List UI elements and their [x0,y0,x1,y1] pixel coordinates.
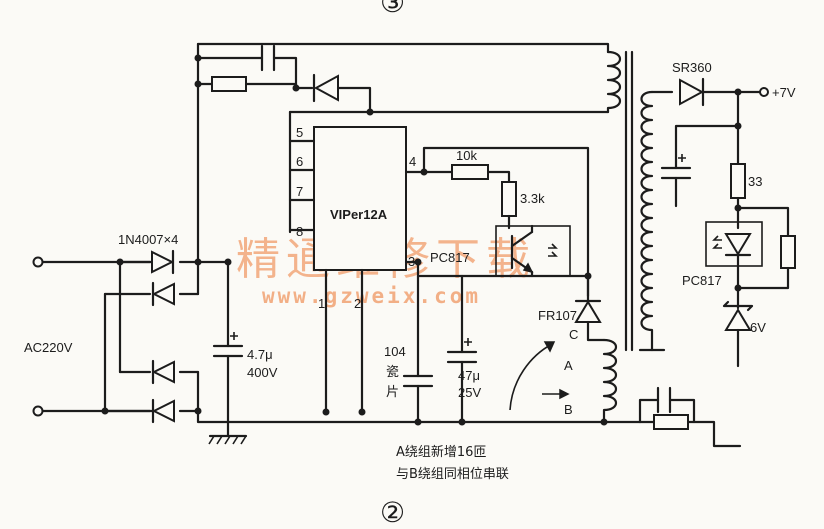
pc817-primary-label: PC817 [430,250,470,265]
sr360-diode-icon [679,78,705,106]
note-line-2: 与B绕组同相位串联 [396,467,509,482]
resistor-10k-icon [451,164,489,180]
pin-6: 6 [296,154,303,169]
pc817-secondary-label: PC817 [682,273,722,288]
fr107-label: FR107 [538,308,577,323]
bulk-capacitor [208,258,248,445]
primary-winding [606,50,622,114]
winding-c-label: C [569,327,578,342]
viper12a-ic [288,110,426,414]
ceramic-cap-type-1: 瓷 [386,365,399,380]
ac-input [32,256,156,417]
pin-4: 4 [409,154,416,169]
resistor-3k3-icon [501,181,517,217]
secondary-winding [638,77,796,448]
winding-a-label: A [564,358,573,373]
bypass-resistor-icon [780,235,796,269]
ic-label: VIPer12A [330,207,388,222]
watermark-url: www.gzweix.com [262,284,481,308]
opto-led-icon [724,233,752,256]
aux-winding [509,272,618,424]
output-rail-label: +7V [772,85,796,100]
fr107-diode-icon [574,300,602,323]
pin-5: 5 [296,125,303,140]
snubber-resistor-icon [211,76,247,92]
bridge-diode-4-icon [151,399,175,423]
bulk-cap-value: 4.7μ [247,347,273,362]
pin-2: 2 [354,296,361,311]
pin-7: 7 [296,184,303,199]
bulk-cap-voltage: 400V [247,365,278,380]
ceramic-cap-value: 104 [384,344,406,359]
r-10k-label: 10k [456,148,477,163]
transformer-core [624,50,634,352]
r-3k3-label: 3.3k [520,191,545,206]
vdd-capacitors [402,274,478,424]
bridge-diode-2-icon [151,282,175,306]
figure-number-top: ③ [380,0,405,19]
note-line-1: A绕组新增16匝 [396,444,486,460]
bridge-diode-1-icon [151,250,175,274]
sr360-label: SR360 [672,60,712,75]
pin-3: 3 [408,254,415,269]
r-33-label: 33 [748,174,762,189]
pin-1: 1 [318,296,325,311]
hv-rail [194,42,610,264]
zener-6v-icon [724,308,752,331]
y-cap-resistor-icon [653,414,689,430]
bridge-diode-3-icon [151,360,175,384]
winding-b-label: B [564,402,573,417]
snubber-capacitor-icon [260,44,276,72]
feedback-network [414,146,590,298]
ground-rail [196,409,642,424]
cap-47u-value: 47μ [458,368,480,383]
clamp-diode-icon [313,74,339,102]
resistor-33-icon [730,163,746,199]
figure-number-bottom: ② [380,496,405,529]
ac-input-label: AC220V [24,340,73,355]
ceramic-cap-type-2: 片 [386,385,399,400]
zener-6v-label: 6V [750,320,766,335]
cap-47u-voltage: 25V [458,385,481,400]
bridge-diode-label: 1N4007×4 [118,232,178,247]
optocoupler-secondary-box [705,221,763,267]
pin-8: 8 [296,224,303,239]
bridge-rectifier [101,249,202,424]
